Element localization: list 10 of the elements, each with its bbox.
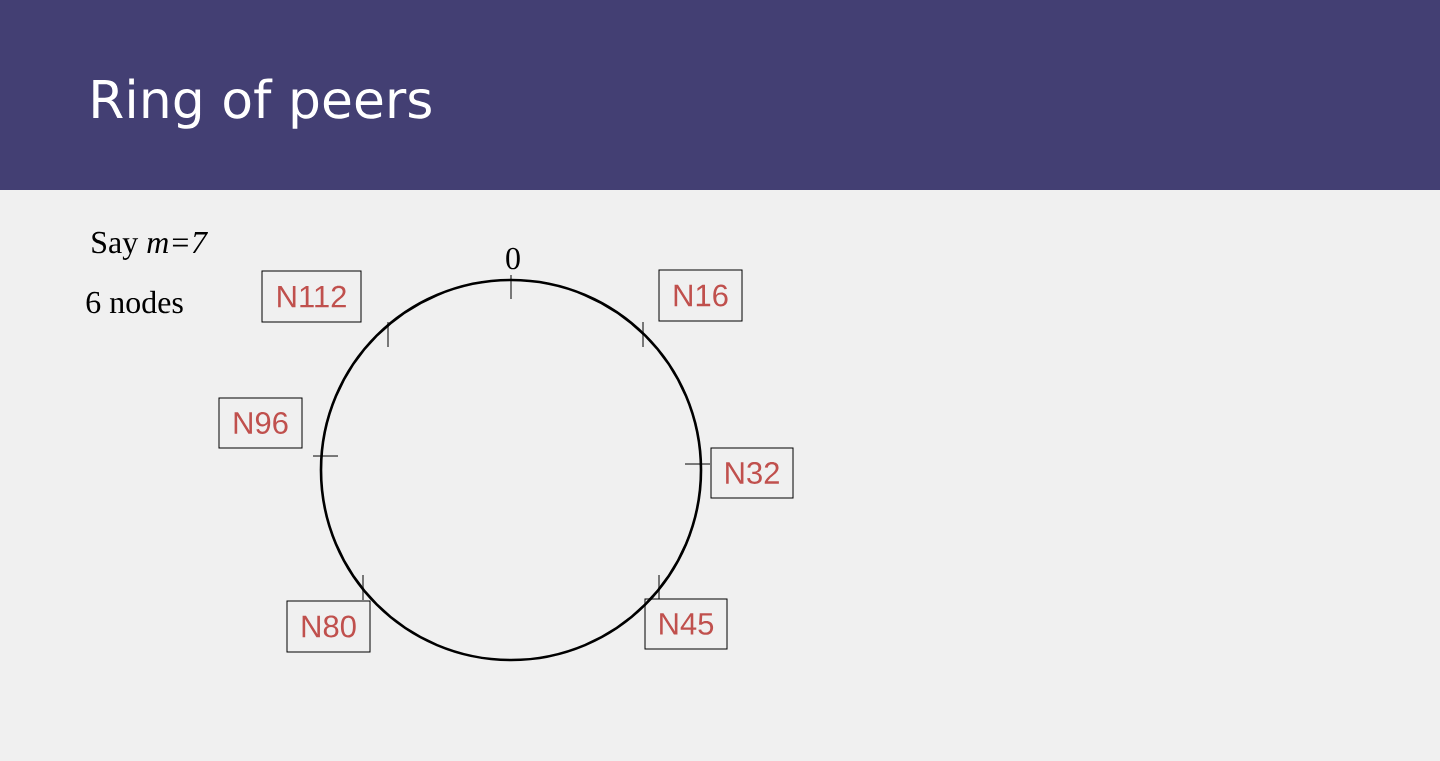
node-box: N80 — [286, 600, 371, 653]
text-label: Say m=7 — [92, 231, 208, 260]
node-box: N112 — [261, 270, 362, 323]
node-box: N45 — [644, 598, 728, 650]
node-box: N96 — [218, 397, 303, 449]
text-label: 6 nodes — [86, 290, 183, 314]
slide-title: Ring of peers — [93, 78, 431, 129]
text-label: 0 — [506, 247, 520, 270]
node-box: N32 — [710, 447, 794, 499]
node-box: N16 — [658, 269, 743, 322]
